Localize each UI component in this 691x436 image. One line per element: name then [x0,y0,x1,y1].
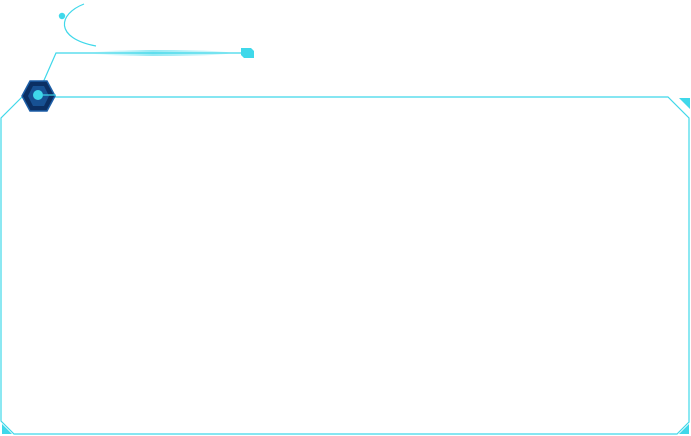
corner-accent-top-right [679,98,690,109]
corner-accent-bottom-left [2,424,12,434]
hexagon-badge-icon [21,80,56,112]
orbit-arc-icon [58,3,97,47]
connector-node-icon [241,48,254,58]
panel-border [0,96,690,435]
panel-content-area [14,106,676,422]
connector-line [37,50,242,95]
corner-accent-bottom-right [679,424,689,434]
